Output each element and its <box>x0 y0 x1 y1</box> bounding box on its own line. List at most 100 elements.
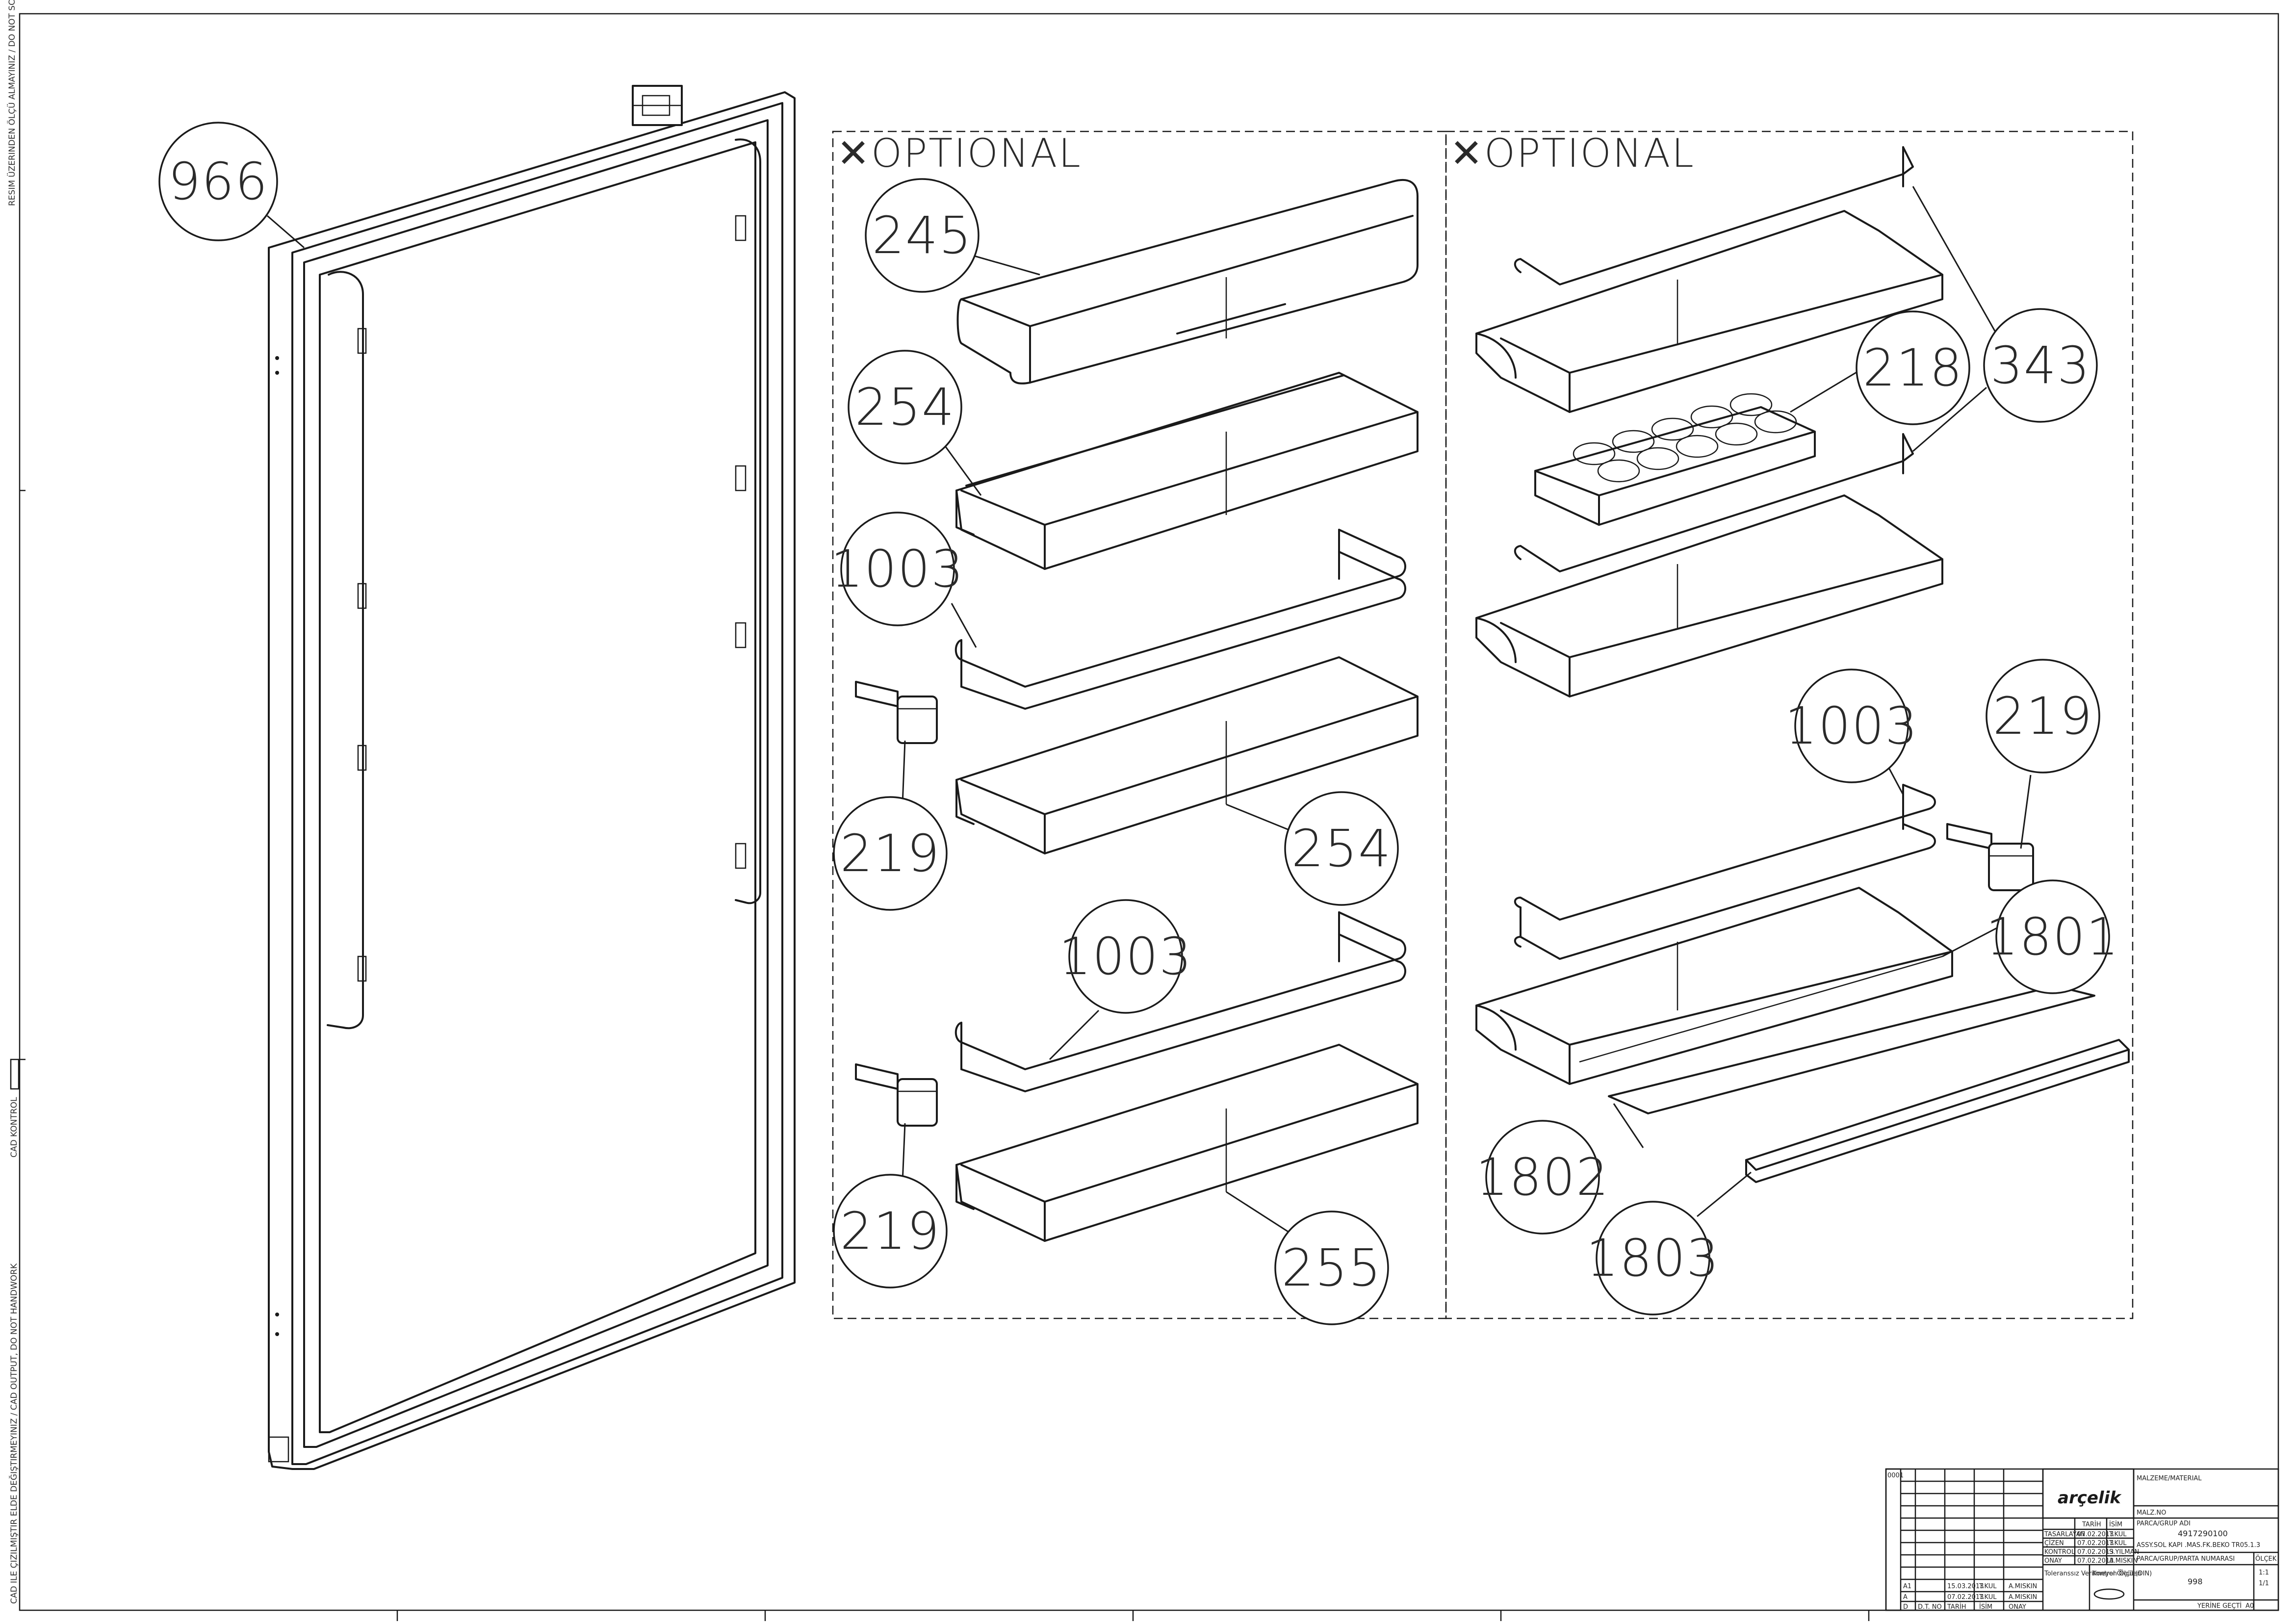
row-label-name: İSİM <box>2109 1521 2122 1528</box>
callout-label-219-a: 219 <box>840 824 941 883</box>
optional-label-right: ✕OPTIONAL <box>1450 130 1695 176</box>
tolerance-label: Toleranssız Verilmeyen Ölçü (DIN) <box>2044 1569 2152 1577</box>
callout-door: 966 <box>158 122 278 241</box>
row-name-0: T.KUL <box>2109 1531 2127 1538</box>
olcek-label: ÖLÇEK <box>2255 1554 2277 1563</box>
glass-panel <box>1608 985 2095 1114</box>
row-role-1: ÇİZEN <box>2044 1539 2064 1547</box>
scale-value: 1:1 <box>2259 1569 2269 1576</box>
callout-label-219-c: 219 <box>1993 686 2093 746</box>
callout-label-255: 255 <box>1282 1238 1382 1298</box>
row-role-2: KONTROL <box>2044 1548 2075 1556</box>
row-date-0: 07.02.2013 <box>2077 1531 2114 1538</box>
rev-a-by: A.MISKIN <box>2009 1594 2037 1601</box>
door-hinge <box>632 85 683 126</box>
part-name: ASSY.SOL KAPI .MAS.FK.BEKO TR05.1.3 <box>2137 1542 2260 1549</box>
row-date-3: 07.02.2013 <box>2077 1557 2114 1565</box>
replaces-label: YERİNE GEÇTİ <box>2197 1602 2242 1610</box>
shelf-clip-a <box>855 681 938 744</box>
rev-a1-id: A1 <box>1903 1583 1911 1590</box>
callout-label-1003-b: 1003 <box>1059 927 1193 986</box>
callout-label-1801: 1801 <box>1986 907 2120 967</box>
trim-strip <box>1745 1039 2130 1183</box>
part-number: 4917290100 <box>2178 1529 2228 1538</box>
rev-header-approval: ONAY <box>2009 1603 2026 1611</box>
callout-trim-1803: 1803 <box>1586 1201 1720 1315</box>
door-rail-a <box>955 529 1406 710</box>
sheet-size: A0 <box>2245 1602 2254 1610</box>
callout-label-1003-c: 1003 <box>1785 696 1919 756</box>
door-shelf-a <box>955 372 1419 570</box>
rev-a-name: T.KUL <box>1979 1594 1997 1601</box>
optional-label-left: ✕OPTIONAL <box>837 130 1082 176</box>
row-date-2: 07.02.2013 <box>2077 1548 2114 1556</box>
callout-label-1802: 1802 <box>1476 1147 1610 1207</box>
brand-logo: arçelik <box>2058 1488 2122 1508</box>
row-role-3: ONAY <box>2044 1557 2062 1565</box>
rev-header-d: D <box>1903 1603 1908 1611</box>
row-date-1: 07.02.2013 <box>2077 1540 2114 1547</box>
parca-label: PARCA/GRUP ADI <box>2137 1520 2191 1527</box>
title-header-code: 0001 <box>1887 1472 1904 1479</box>
callout-rail-1003-c: 1003 <box>1785 669 1919 783</box>
rev-header-date: TARİH <box>1947 1603 1966 1611</box>
callout-label-219-b: 219 <box>840 1201 941 1261</box>
egg-tray <box>1534 393 1816 526</box>
door-shelf-f <box>1475 887 1953 1085</box>
callout-shelf-254-b: 254 <box>1284 791 1399 906</box>
shelf-clip-c <box>1946 823 2034 891</box>
margin-note-cad-output: CAD ILE ÇIZILMIŞTIR ELDE DEĞIŞTIRMEYINIZ… <box>8 1263 19 1604</box>
door-rail-b <box>955 911 1406 1092</box>
optional-zone-right: ✕OPTIONAL <box>1445 130 2134 1319</box>
door-shelf-c <box>955 1044 1419 1242</box>
rev-a-id: A <box>1903 1594 1908 1601</box>
door-panel <box>268 85 796 1470</box>
callout-clip-219-a: 219 <box>833 796 948 911</box>
door-shelf-e <box>1475 494 1943 697</box>
parca-grup-label: PARCA/GRUP/PARTA NUMARASI <box>2137 1555 2235 1563</box>
rev-a-date: 07.02.2013 <box>1947 1594 1984 1601</box>
door-shelf-b <box>955 656 1419 854</box>
callout-rail-1003-a: 1003 <box>831 512 965 626</box>
rev-a1-by: A.MISKIN <box>2009 1583 2037 1590</box>
optional-zone-left: ✕OPTIONAL <box>832 130 1447 1319</box>
control-label: Kontrol Ölçüleri <box>2092 1569 2141 1577</box>
door-rail-343-a <box>1514 146 1914 285</box>
malzeme-no-label: MALZ.NO <box>2137 1509 2166 1517</box>
rev-header-dtno: D.T. NO <box>1918 1603 1942 1611</box>
callout-shelf-254-a: 254 <box>848 350 962 464</box>
rev-a1-name: T.KUL <box>1979 1583 1997 1590</box>
door-shelf-d <box>1475 210 1943 413</box>
callout-label-966: 966 <box>168 152 269 211</box>
margin-note-do-not-scale: RESIM ÜZERINDEN ÖLÇÜ ALMAYINIZ / DO NOT … <box>6 0 17 206</box>
callout-dairy-lid: 245 <box>865 178 980 293</box>
callout-rail-1003-b: 1003 <box>1059 899 1193 1014</box>
material-label: MALZEME/MATERIAL <box>2137 1475 2202 1482</box>
rev-header-name: İSİM <box>1979 1603 1992 1611</box>
dairy-lid <box>956 179 1419 385</box>
margin-note-cad-control: CAD KONTROL <box>9 1097 19 1158</box>
title-block: 0001 A1 15.03.2013 T.KUL A.MISKIN A 07.0… <box>1885 1468 2279 1611</box>
callout-label-1003-a: 1003 <box>831 539 965 599</box>
drawing-frame <box>19 13 2279 1621</box>
callout-egg-tray: 218 <box>1856 310 1970 425</box>
callout-label-1803: 1803 <box>1586 1228 1720 1288</box>
callout-clip-219-c: 219 <box>1986 659 2100 773</box>
callout-shelf-255: 255 <box>1274 1211 1389 1325</box>
row-name-1: T.KUL <box>2109 1540 2127 1547</box>
callout-label-343: 343 <box>1990 335 2091 395</box>
row-name-3: A.MISKIN <box>2109 1557 2138 1565</box>
drawing-number: 998 <box>2188 1577 2203 1586</box>
door-rail-c <box>1514 784 1936 960</box>
callout-label-245: 245 <box>872 206 973 265</box>
shelf-clip-b <box>855 1063 938 1127</box>
callout-label-254-a: 254 <box>855 377 955 437</box>
row-name-2: S.YILMAN <box>2109 1548 2139 1556</box>
callout-label-254-b: 254 <box>1291 819 1392 878</box>
callout-label-218: 218 <box>1863 338 1963 398</box>
door-rail-343-b <box>1514 433 1914 572</box>
row-label-date: TARİH <box>2082 1521 2101 1528</box>
callout-glass-1802: 1802 <box>1476 1120 1610 1235</box>
rev-a1-date: 15.03.2013 <box>1947 1583 1984 1590</box>
